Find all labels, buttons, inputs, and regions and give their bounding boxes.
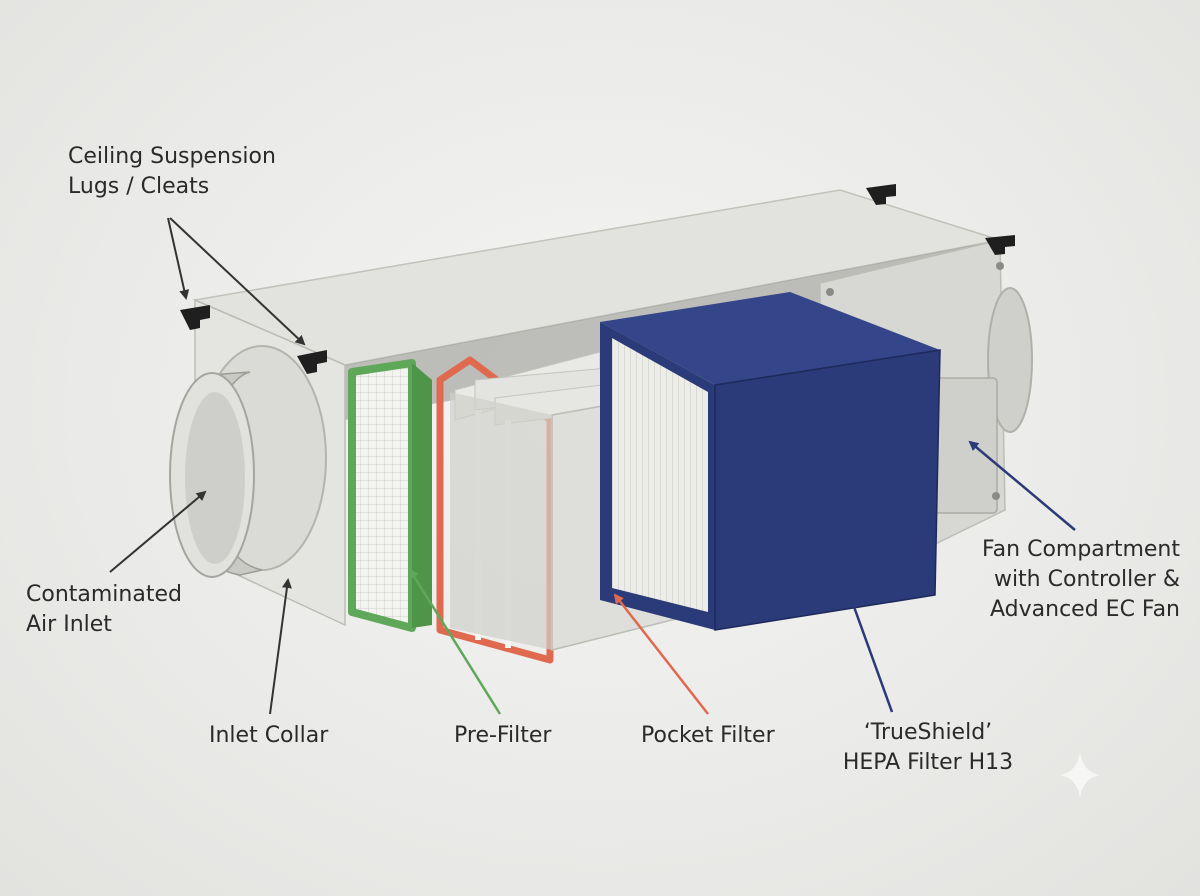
pre-filter xyxy=(348,359,432,632)
arrow-suspension-right xyxy=(169,217,306,346)
arrow-prefilter xyxy=(408,568,502,715)
label-line: Air Inlet xyxy=(26,612,112,637)
label-pre-filter: Pre-Filter xyxy=(454,723,552,748)
label-line: Contaminated xyxy=(26,582,182,607)
arrow-inlet xyxy=(109,490,207,573)
label-line: with Controller & xyxy=(993,567,1180,592)
label-fan-compartment: Fan Compartment with Controller & Advanc… xyxy=(960,535,1180,625)
label-line: Fan Compartment xyxy=(982,537,1180,562)
arrow-pocket xyxy=(613,593,709,715)
label-pocket-filter: Pocket Filter xyxy=(641,723,775,748)
label-line: ‘TrueShield’ xyxy=(863,720,993,745)
arrow-fan xyxy=(968,440,1076,531)
label-contaminated-air-inlet: Contaminated Air Inlet xyxy=(26,580,182,640)
sparkle-icon xyxy=(1060,752,1100,798)
label-ceiling-suspension: Ceiling Suspension Lugs / Cleats xyxy=(68,142,276,202)
callout-arrows xyxy=(109,217,1076,715)
suspension-lugs xyxy=(180,184,1015,374)
label-line: Lugs / Cleats xyxy=(68,174,210,199)
arrow-suspension-left xyxy=(167,217,190,300)
label-line: HEPA Filter H13 xyxy=(842,750,1014,775)
label-inlet-collar: Inlet Collar xyxy=(209,723,329,748)
arrow-hepa xyxy=(838,566,894,713)
inlet-collar xyxy=(169,371,263,578)
label-line: Ceiling Suspension xyxy=(68,144,276,169)
hepa-filter xyxy=(600,292,941,631)
arrow-collar xyxy=(269,578,292,715)
label-line: Advanced EC Fan xyxy=(990,597,1180,622)
label-hepa-filter: ‘TrueShield’ HEPA Filter H13 xyxy=(828,718,1028,778)
